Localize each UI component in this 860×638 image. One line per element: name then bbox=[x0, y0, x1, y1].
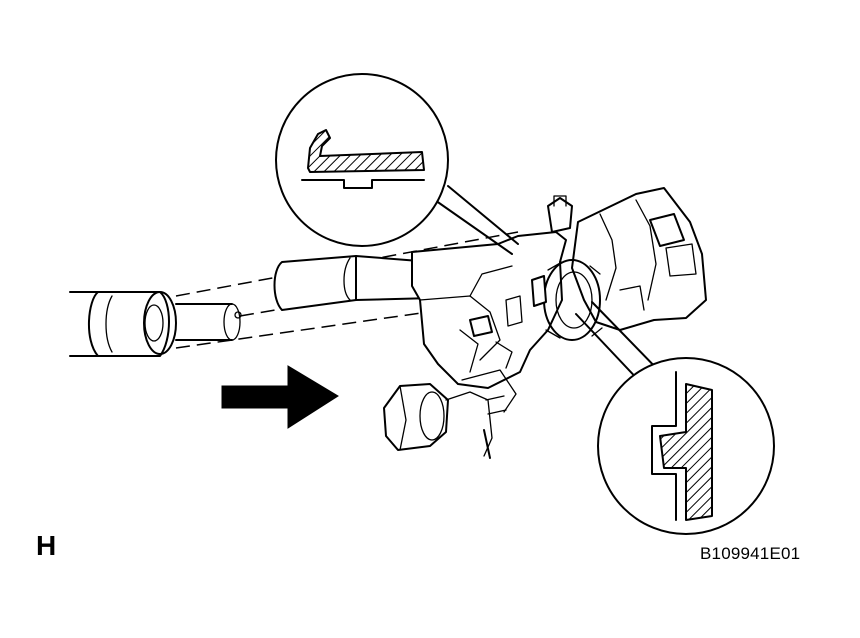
steering-column-shaft bbox=[69, 291, 242, 357]
detail-callout-top bbox=[275, 73, 519, 255]
figure-code: B109941E01 bbox=[700, 544, 801, 563]
view-label: H bbox=[36, 530, 57, 561]
detail-callout-bottom bbox=[575, 301, 775, 535]
spiral-cable-housing bbox=[531, 187, 707, 341]
combination-switch-body bbox=[411, 231, 567, 389]
arrow-right-icon bbox=[221, 365, 339, 429]
wiper-switch-knob bbox=[383, 369, 517, 459]
